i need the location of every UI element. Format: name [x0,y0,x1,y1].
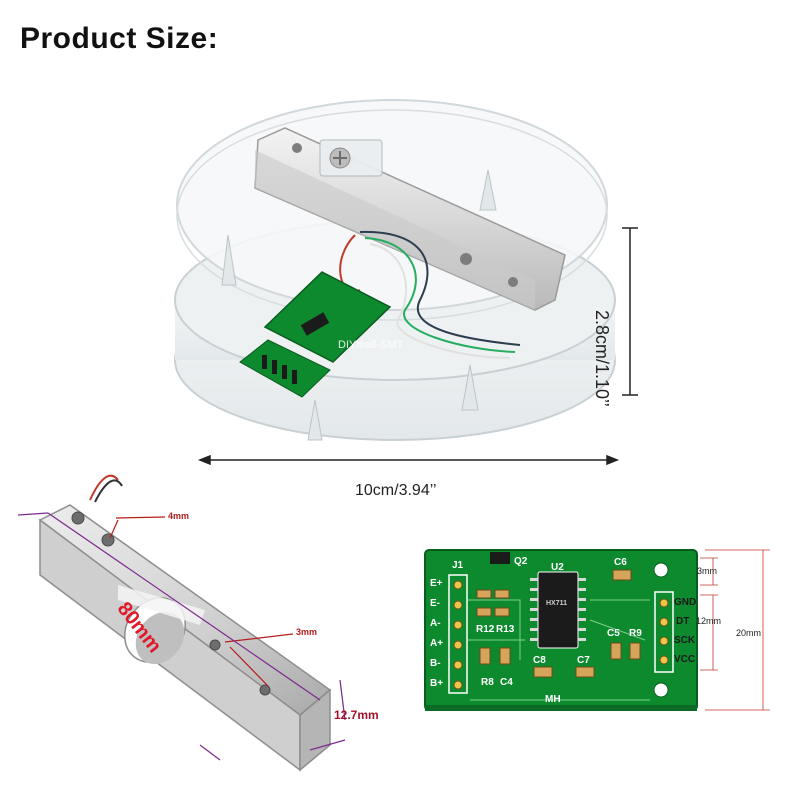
height-dimension [622,227,638,396]
pcb-pin-gnd: GND [674,597,697,608]
pcb-label-q2: Q2 [514,556,528,567]
pcb-label-c6: C6 [614,557,627,568]
hx711-board [424,549,698,711]
height-label: 2.8cm/1.10’’ [592,310,612,407]
pcb-label-c7: C7 [577,655,590,666]
pcb-pin-sck: SCK [674,635,696,646]
bar-width-label: 12.7mm [334,708,379,722]
pcb-pin-b-plus: B+ [430,678,444,689]
standoff-posts [221,169,497,441]
pcb-label-r13: R13 [496,624,515,635]
pcb-pin-vcc: VCC [674,654,696,665]
width-label: 10cm/3.94’’ [355,482,437,499]
large-hole-label: 4mm [168,511,190,521]
load-cell-dimension-lines [17,512,346,761]
platform-pcb [239,271,392,398]
pcb-pin-b-minus: B- [430,658,441,669]
width-dimension [197,454,620,466]
pcb-label-c4: C4 [500,677,513,688]
pcb-pin-e-minus: E- [430,598,440,609]
pcb-label-j1: J1 [452,560,464,571]
pcb-label-r8: R8 [481,677,494,688]
chip-marking: HX711 [546,600,568,607]
pcb-label-r12: R12 [476,624,495,635]
platform-load-cell [254,127,566,311]
pcb-pin-a-minus: A- [430,618,441,629]
pcb-dim-overall: 20mm [736,628,762,638]
pcb-pin-dt: DT [676,616,690,627]
pcb-dimension-lines [700,549,770,711]
pcb-label-c5: C5 [607,628,620,639]
pcb-label-r9: R9 [629,628,642,639]
pcb-pin-e-plus: E+ [430,578,443,589]
pcb-dim-top: 3mm [697,566,717,576]
watermark-text: DIYmall-SMT [338,339,404,351]
pcb-label-c8: C8 [533,655,546,666]
pcb-dim-middle: 12mm [696,616,722,626]
pcb-label-u2: U2 [551,562,564,573]
pcb-pin-a-plus: A+ [430,638,444,649]
page-title: Product Size: [20,22,219,55]
pcb-label-mh: MH [545,694,561,705]
small-hole-label: 3mm [296,627,318,637]
